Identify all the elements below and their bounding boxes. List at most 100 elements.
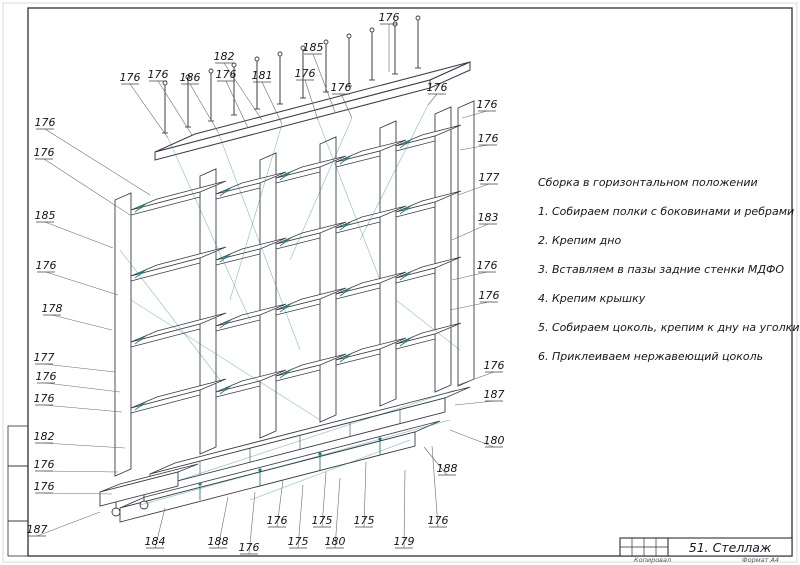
assembly-line (289, 117, 353, 261)
callout-leader (43, 492, 113, 495)
assembly-instructions: Сборка в горизонтальном положении 1. Соб… (538, 176, 799, 379)
callout-label: 176 (428, 514, 449, 527)
instructions-title: Сборка в горизонтальном положении (538, 176, 758, 189)
callout-label: 181 (252, 69, 273, 82)
callout-label: 176 (267, 514, 288, 527)
callout-leader (44, 128, 151, 196)
callout-leader (248, 491, 256, 555)
callout-leader (43, 363, 116, 373)
screw-head (323, 39, 329, 45)
callout-leader (297, 484, 304, 549)
callout-label: 188 (208, 535, 229, 548)
screw-head (231, 62, 237, 68)
callout-label: 176 (331, 81, 352, 94)
callout-leader (43, 158, 131, 216)
screw-head (208, 68, 214, 74)
frame-border (27, 7, 793, 557)
plinth-screw-head (258, 468, 262, 472)
assembly-line (317, 119, 381, 281)
callout-label: 177 (479, 171, 500, 184)
title-block (619, 537, 793, 557)
callout-label: 185 (35, 209, 56, 222)
callout-leader (312, 53, 336, 113)
callout-leader (261, 81, 283, 125)
callout-leader (363, 461, 367, 528)
callout-label: 176 (239, 541, 260, 554)
instruction-step: 3. Вставляем в пазы задние стенки МДФО (538, 263, 785, 276)
assembly-line (119, 249, 221, 381)
assembly-line (130, 299, 321, 421)
callout-leader (449, 429, 495, 448)
callout-label: 178 (42, 302, 63, 315)
fastener-mark (279, 302, 293, 313)
screw-head (300, 45, 306, 51)
shelf-front (275, 298, 321, 316)
assembly-line (249, 439, 411, 501)
shelf-front (130, 389, 201, 414)
callout-label: 176 (427, 81, 448, 94)
shelf-front (395, 135, 436, 152)
screw-head (346, 33, 352, 39)
callout-leader (334, 477, 341, 549)
assembly-line (179, 389, 456, 481)
fastener-mark (134, 400, 148, 411)
callout-leader (43, 442, 126, 449)
callout-leader (189, 83, 219, 133)
panel (319, 136, 337, 423)
callout-label: 185 (303, 41, 324, 54)
callout-label: 176 (35, 116, 56, 129)
instruction-step: 6. Приклеиваем нержавеющий цоколь (538, 350, 764, 363)
assembly-line (167, 137, 251, 321)
callout-leader (157, 80, 193, 136)
callout-leader (154, 507, 166, 549)
fastener-mark (339, 220, 353, 231)
screw-head (254, 56, 260, 62)
callout-leader (129, 83, 169, 139)
fastener-mark (279, 170, 293, 181)
shelf-front (130, 323, 201, 348)
callout-leader (431, 445, 439, 528)
fastener-mark (219, 384, 233, 395)
callout-label: 176 (34, 458, 55, 471)
screw-head (277, 51, 283, 57)
callout-leader (451, 223, 489, 241)
instruction-step: 2. Крепим дно (538, 234, 622, 247)
callout-label: 177 (34, 351, 55, 364)
shelf-front (130, 191, 201, 216)
instruction-step: 1. Собираем полки с боковинами и ребрами (538, 205, 795, 218)
top-cover-side (429, 61, 471, 89)
callout-label: 176 (34, 146, 55, 159)
callout-leader (454, 400, 495, 406)
callout-leader (45, 382, 121, 393)
shelf-front (395, 201, 436, 218)
assembly-line (229, 123, 283, 301)
assembly-line (217, 131, 301, 351)
panel (457, 100, 475, 387)
fastener-mark (339, 352, 353, 363)
assembly-line (359, 104, 429, 241)
screw-head (185, 74, 191, 80)
fastener-mark (219, 318, 233, 329)
callout-label: 175 (354, 514, 375, 527)
foot (111, 507, 121, 517)
plinth-screw-head (198, 482, 202, 486)
callout-leader (43, 404, 123, 413)
callout-leader (225, 80, 249, 129)
fastener-mark (399, 138, 413, 149)
shelving-unit-drawing (99, 15, 475, 523)
shelf-front (215, 182, 261, 200)
screw-head (369, 27, 375, 33)
callout-label: 176 (478, 132, 499, 145)
fastener-mark (399, 336, 413, 347)
callout-label: 186 (180, 71, 201, 84)
callout-label: 176 (120, 71, 141, 84)
assembly-line (395, 299, 461, 351)
callout-leader (403, 469, 406, 549)
callout-leader (423, 446, 448, 476)
plinth-box-front (99, 471, 179, 507)
callout-leader (36, 511, 101, 537)
fastener-mark (399, 270, 413, 281)
shelf-front (215, 314, 261, 332)
fastener-mark (219, 186, 233, 197)
